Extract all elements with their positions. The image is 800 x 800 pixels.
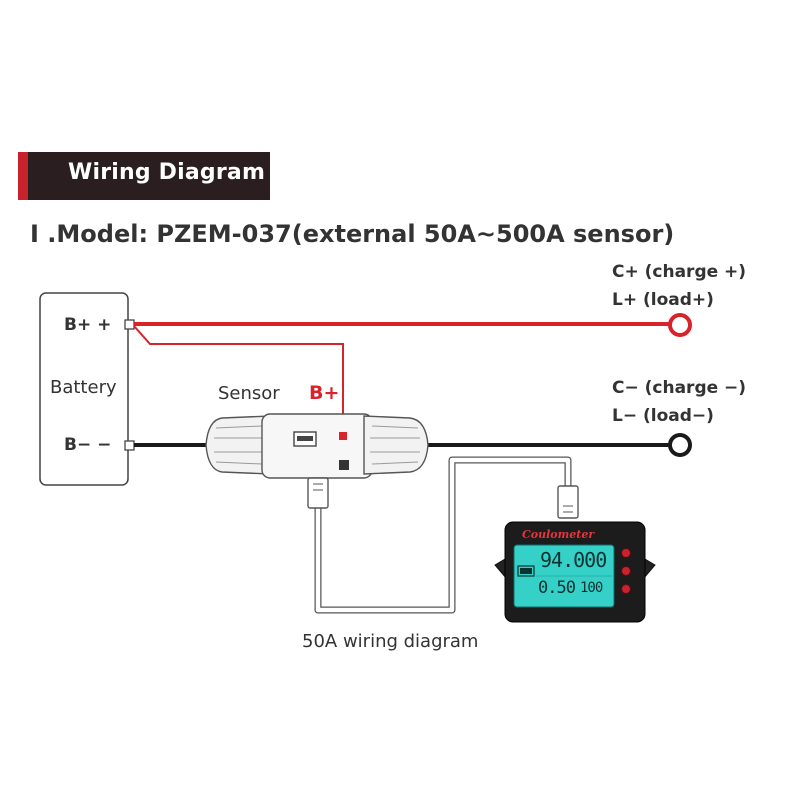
positive-wire-branch <box>133 325 344 432</box>
meter-brand: Coulometer <box>522 528 595 541</box>
positive-output-line2: L+ (load+) <box>612 290 714 310</box>
battery-neg-label: B− − <box>64 435 112 455</box>
battery-label: Battery <box>50 377 117 398</box>
battery-box <box>39 292 129 486</box>
sensor-small-port <box>339 460 349 470</box>
section-header-title: Wiring Diagram <box>68 160 266 185</box>
meter-row1-value: 94.000 <box>540 548 607 572</box>
meter-lcd <box>513 544 615 608</box>
meter-button-3 <box>621 584 631 594</box>
positive-output-line1: C+ (charge +) <box>612 262 747 282</box>
meter-row2-percent: 100 <box>580 580 603 596</box>
sensor-bplus-label: B+ <box>309 382 340 404</box>
model-title: Ⅰ .Model: PZEM-037(external 50A~500A sen… <box>30 220 675 248</box>
negative-output-line1: C− (charge −) <box>612 378 747 398</box>
positive-ring-terminal <box>668 313 692 337</box>
sensor-label: Sensor <box>218 383 280 404</box>
battery-pos-terminal <box>124 319 135 330</box>
battery-pos-label: B+ + <box>64 315 112 335</box>
negative-output-line2: L− (load−) <box>612 406 714 426</box>
section-header-bar <box>18 152 270 200</box>
sensor-bplus-terminal <box>339 432 347 440</box>
meter-button-1 <box>621 548 631 558</box>
diagram-caption: 50A wiring diagram <box>302 631 479 652</box>
section-header-accent <box>18 152 28 200</box>
negative-ring-terminal <box>668 433 692 457</box>
sensor-body <box>205 413 429 479</box>
data-cable <box>307 456 579 614</box>
coulometer-meter <box>494 521 656 623</box>
battery-neg-terminal <box>124 440 135 451</box>
meter-row2-value: 0.50 <box>538 578 576 598</box>
meter-button-2 <box>621 566 631 576</box>
